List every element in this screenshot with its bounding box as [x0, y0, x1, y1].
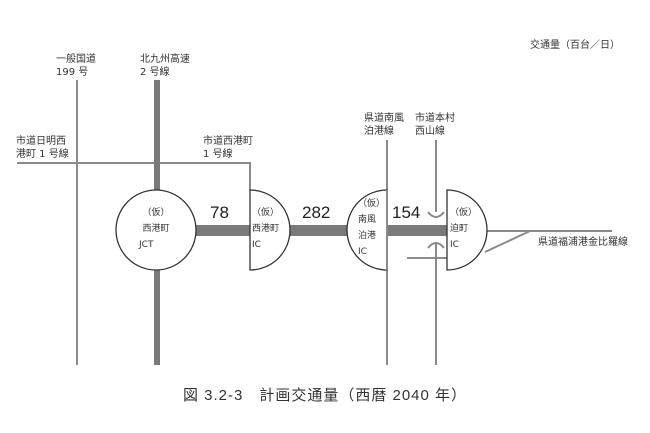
thick-link-154 — [387, 225, 447, 236]
label-fukuura: 県道福浦港金比羅線 — [538, 237, 628, 248]
road-motomura-bottom — [427, 242, 445, 365]
volume-154: 154 — [392, 203, 421, 222]
legend-unit: 交通量（百台／日） — [530, 40, 620, 51]
expressway-top — [154, 80, 160, 191]
volume-282: 282 — [302, 203, 331, 222]
label-himyo: 市道日明西港町 1 号線 — [16, 136, 69, 160]
thick-link-78 — [195, 225, 250, 236]
thick-link-282 — [290, 225, 348, 236]
ic2-halfcircle — [346, 189, 388, 271]
ic1-halfcircle — [249, 189, 291, 271]
ic3-halfcircle — [446, 189, 488, 271]
road-fukuura-branch — [484, 230, 531, 253]
volume-78: 78 — [210, 203, 229, 222]
road-himyo — [17, 162, 251, 190]
label-minamikaze: 県道南風泊港線 — [364, 113, 404, 137]
label-motomura: 市道本村西山線 — [415, 113, 455, 137]
expressway-bottom — [154, 270, 160, 365]
road-motomura-top — [427, 140, 445, 218]
figure-caption: 図 3.2-3 計画交通量（西暦 2040 年） — [182, 387, 468, 404]
jct-circle — [115, 189, 197, 271]
